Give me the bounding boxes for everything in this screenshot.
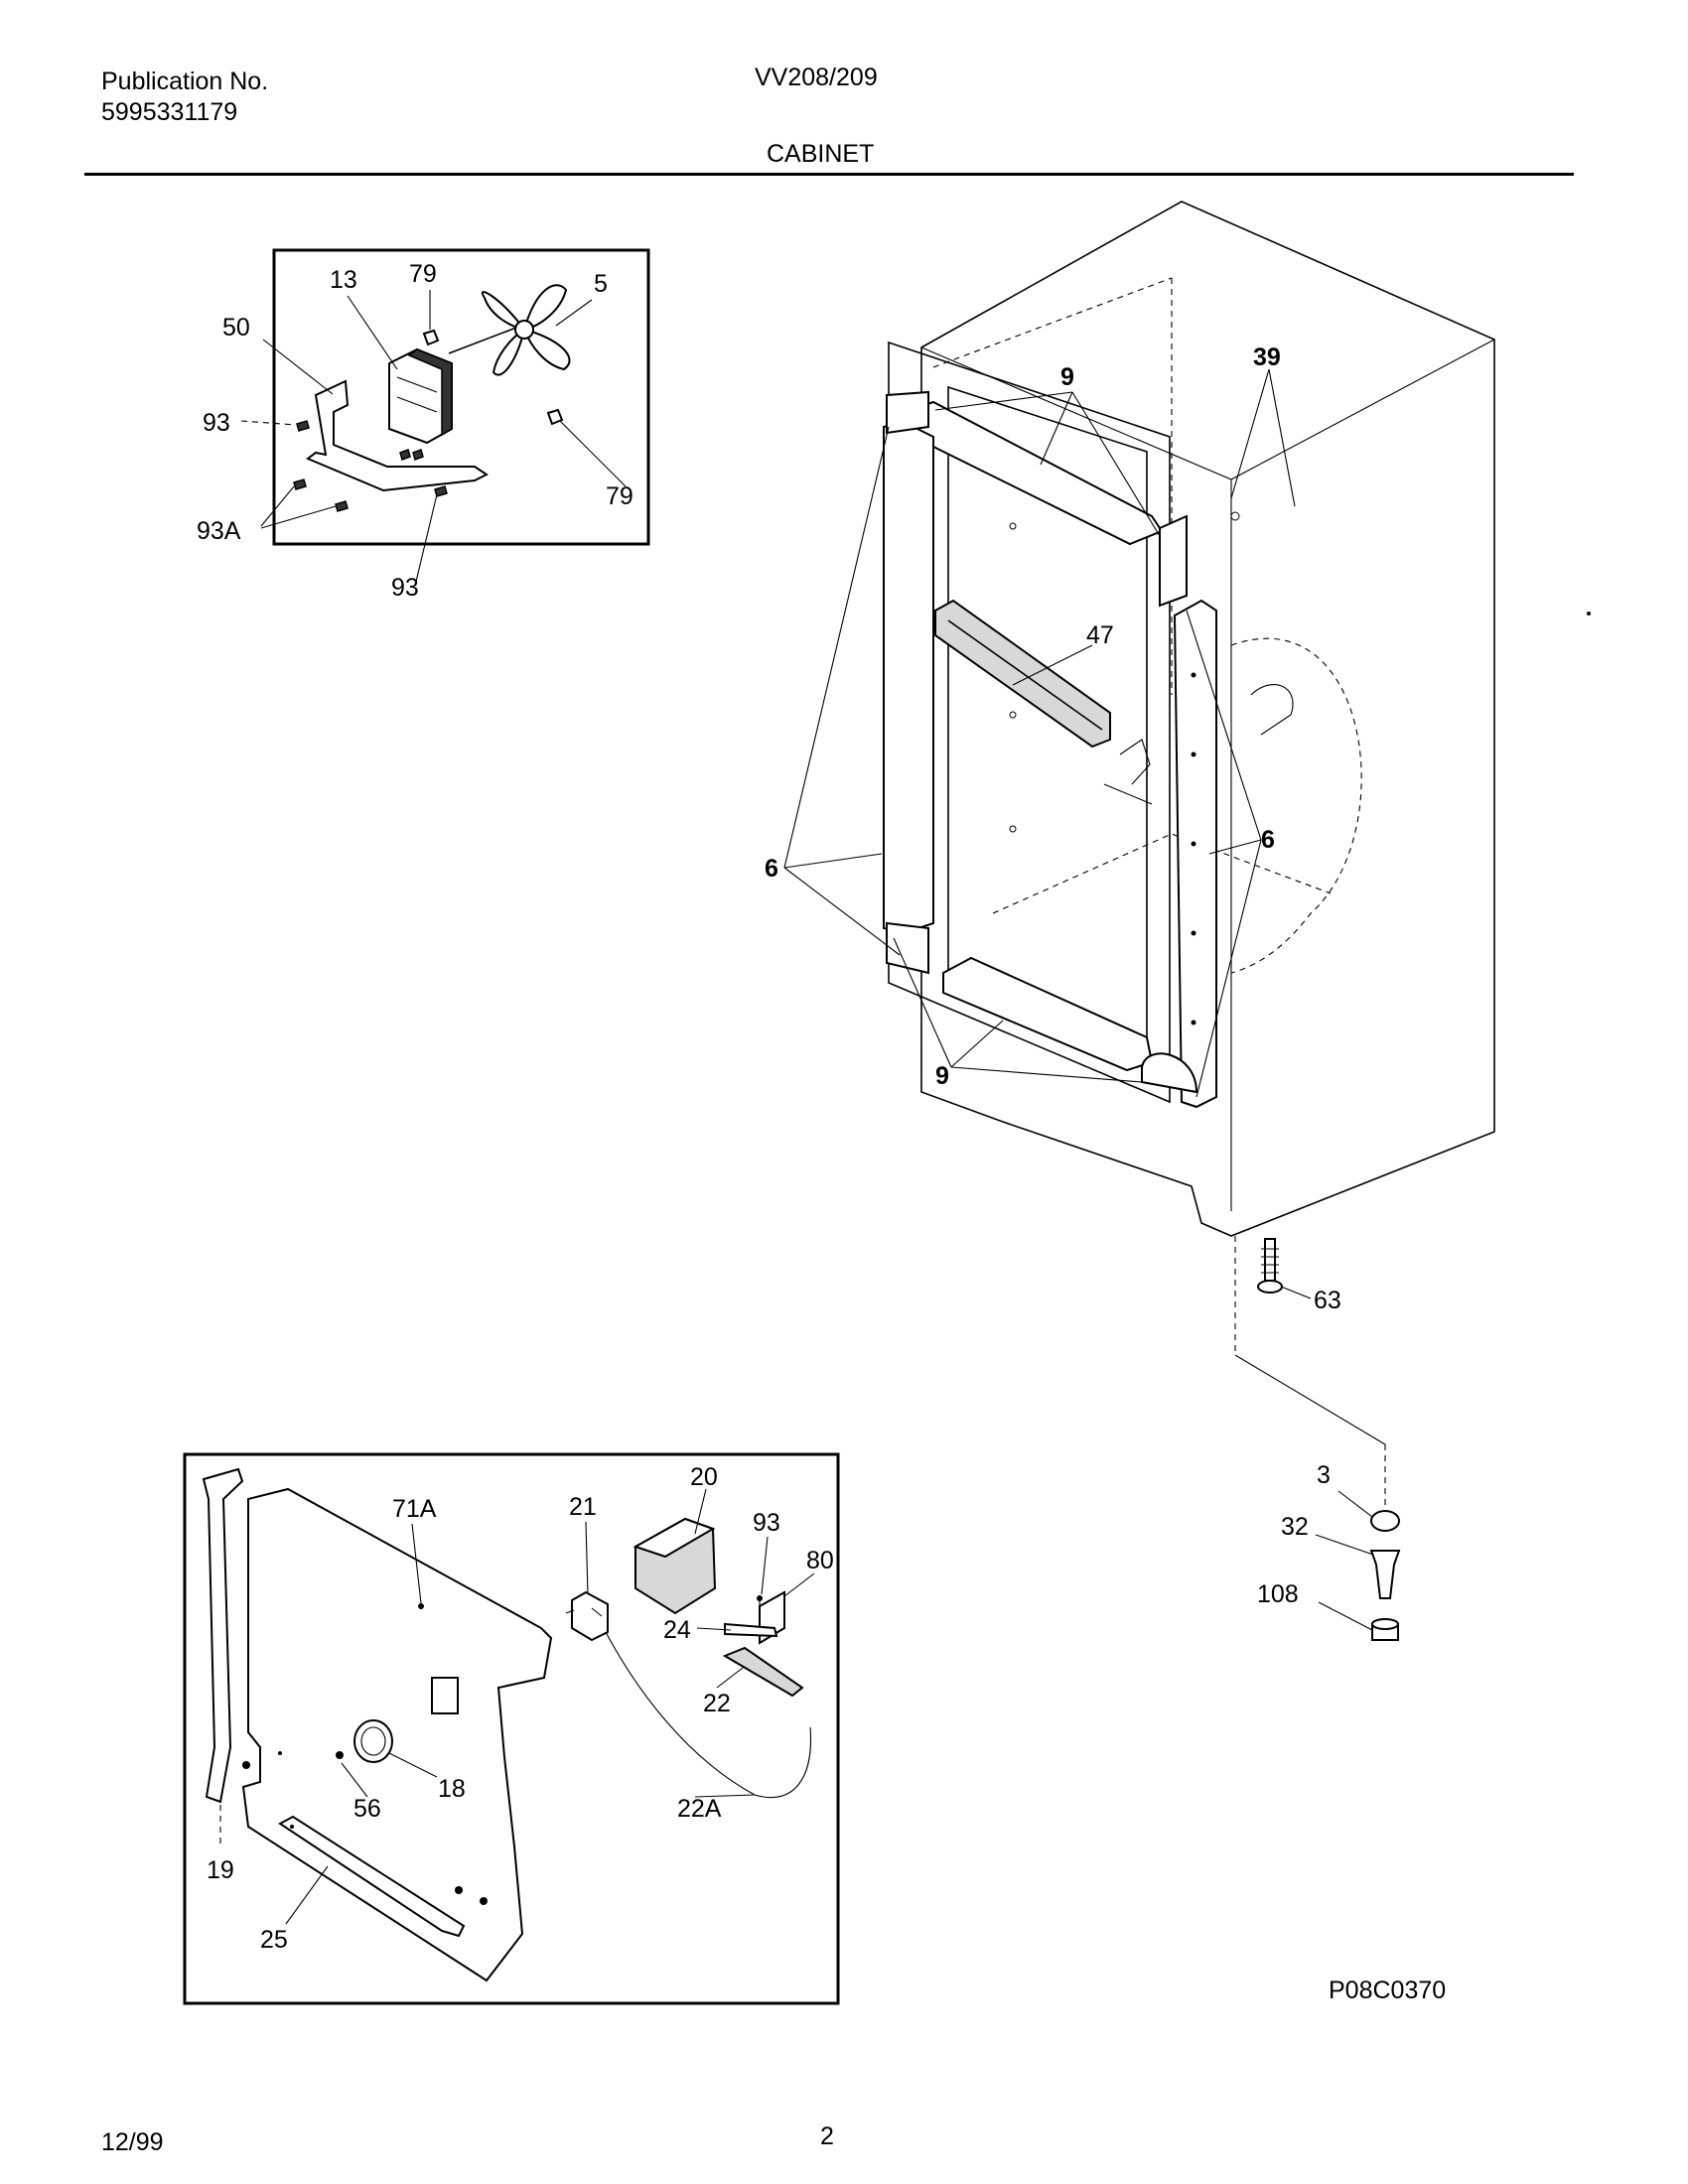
strain-strip [724,1622,778,1638]
callout-93A: 93A [197,517,241,545]
callout-21: 21 [569,1493,597,1521]
panel-screws [242,1603,488,1905]
callout-71A: 71A [392,1495,437,1523]
fan-motor-inset: 13 79 5 50 93 79 93A 93 [197,248,650,602]
callout-39: 39 [1253,343,1281,371]
fan-blade [482,284,571,376]
callout-6-right: 6 [1261,826,1275,854]
left-breaker-strip [883,420,934,935]
callout-80: 80 [806,1547,834,1574]
callout-79-top: 79 [409,260,437,288]
corner-piece [886,390,929,435]
relay [571,1590,609,1642]
strip-22 [722,1646,804,1698]
margin-mark [1587,612,1591,615]
leveling-leg-parts: 63 3 32 108 [1234,1236,1401,1641]
callout-20: 20 [690,1463,718,1491]
publication-number: 5995331179 [101,98,238,126]
callout-22A: 22A [677,1795,722,1823]
callout-50: 50 [222,314,250,341]
callout-19: 19 [207,1856,234,1884]
drain-tube [202,1467,244,1804]
panel-slot [278,1815,466,1938]
motor-shaft [448,327,517,354]
cabinet-leaders [783,368,1296,1098]
strip-fasteners [1009,511,1240,1025]
small-bracket [1103,684,1294,805]
model-number: VV208/209 [755,64,878,91]
callout-18: 18 [438,1775,466,1803]
corner-piece [1159,514,1188,608]
back-inset-leaders [219,1488,815,1925]
motor-bracket [306,379,489,492]
callout-22: 22 [703,1690,731,1717]
callout-24: 24 [663,1616,691,1644]
back-panel-inset: 20 71A 21 93 80 24 22 18 56 22A 19 25 [183,1452,840,2005]
top-breaker-strip [902,400,1164,546]
corner-piece [1141,1052,1198,1094]
screws [293,329,564,512]
section-title: CABINET [767,140,875,168]
page-number: 2 [820,2122,834,2150]
callout-9-bottom: 9 [935,1062,949,1090]
fan-inset-frame [272,248,650,546]
drawing-code: P08C0370 [1329,1977,1447,2004]
callout-108: 108 [1257,1580,1299,1608]
callout-93-left: 93 [203,409,230,437]
cabinet-body [920,201,1495,1237]
back-inset-frame [183,1452,840,2005]
fan-inset-leaders [240,290,627,587]
access-plug [353,1719,393,1763]
callout-63: 63 [1314,1287,1341,1314]
callout-13: 13 [330,266,357,294]
callout-93: 93 [753,1509,780,1537]
corner-piece [886,921,929,975]
panel-opening [431,1677,459,1714]
callout-93-bottom: 93 [391,574,419,602]
callout-25: 25 [260,1926,288,1954]
bottom-breaker-strip [942,956,1154,1072]
callout-79-right: 79 [606,482,633,510]
callout-56: 56 [353,1795,381,1823]
callout-47: 47 [1086,621,1114,649]
callout-32: 32 [1281,1513,1309,1541]
cabinet-assembly: 9 39 47 6 6 9 [765,201,1495,1237]
callout-6-left: 6 [765,855,778,883]
callout-5: 5 [594,270,608,298]
leg-bolt [1264,1238,1276,1282]
fan-motor [388,347,453,445]
footer-date: 12/99 [101,2128,164,2156]
power-cord [605,1631,812,1799]
publication-label: Publication No. [101,68,269,95]
leg-cap [1370,1510,1400,1532]
callout-9-top: 9 [1060,363,1074,391]
compressor-outline [1230,637,1362,974]
callout-3: 3 [1317,1461,1331,1489]
leveler [1369,1550,1401,1599]
header-rule [84,173,1574,176]
back-panel [241,1487,553,1982]
right-breaker-strip [1173,599,1217,1109]
